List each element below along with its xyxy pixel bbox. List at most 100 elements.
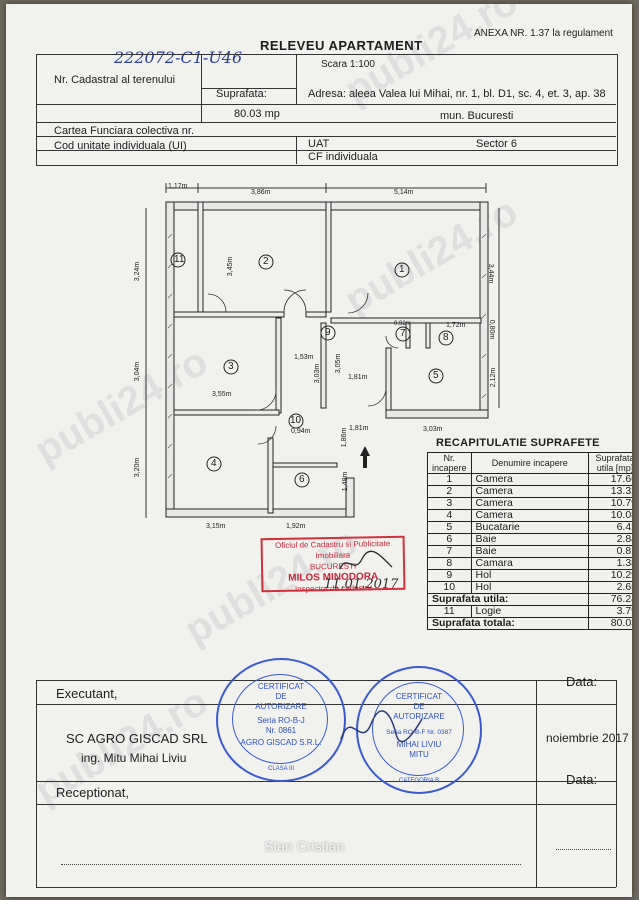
dim-label: 1,81m: [349, 425, 369, 432]
dim-label: 1,17m: [168, 183, 188, 190]
dim-label: 3,04m: [134, 361, 142, 382]
room-nr: 7: [427, 545, 472, 558]
room-name: Baie: [470, 545, 590, 558]
room-4-label: 4: [211, 458, 217, 469]
dim-label: 1,92m: [286, 523, 306, 530]
executant-label: Executant,: [56, 686, 118, 701]
room-area: 10.79: [588, 497, 632, 510]
signature: [340, 710, 423, 743]
dim-label: 1,81m: [348, 374, 368, 381]
col-header: Nr. incapere: [427, 452, 472, 474]
room-area: 1.38: [588, 557, 632, 570]
total-label: Suprafata totala:: [427, 617, 589, 630]
scale-label: Scara 1:100: [321, 59, 375, 70]
municipality: mun. Bucuresti: [440, 110, 514, 122]
room-name: Camera: [470, 473, 590, 486]
room-11-label: 11: [174, 254, 185, 265]
room-5-label: 5: [433, 370, 439, 381]
room-nr: 1: [427, 473, 472, 486]
room-8-label: 8: [443, 332, 449, 343]
cod-ui-label: Cod unitate individuala (UI): [54, 140, 187, 152]
info-form: [36, 54, 618, 166]
recap-title: RECAPITULATIE SUPRAFETE: [436, 437, 600, 449]
handwritten-reference: 222072-C1-U46: [114, 48, 243, 67]
surface-label: Suprafata:: [216, 88, 267, 100]
dim-label: 3,45m: [227, 256, 235, 277]
room-name: Hol: [470, 581, 590, 594]
dim-label: 3,20m: [134, 457, 142, 478]
floor-plan: 11 2 1 3 5 6 7 8 9 10 4 1,17m 3,86m 5,14…: [134, 178, 506, 538]
data-label: Data:: [566, 674, 598, 689]
logie-value: 3.79: [588, 605, 632, 618]
dim-label: 0,92m: [394, 321, 411, 327]
stamp-line: AUTORIZARE: [393, 712, 445, 721]
room-area: 0.81: [588, 545, 632, 558]
stamp-line: MITU: [409, 750, 429, 759]
dim-label: 3,15m: [206, 523, 226, 530]
cadastral-label: Nr. Cadastral al terenului: [54, 74, 176, 86]
photo-credit: Stan Cristian: [264, 838, 345, 854]
room-name: Camera: [470, 497, 590, 510]
dim-label: 1,48m: [342, 471, 350, 492]
surface-value: 80.03 mp: [234, 108, 280, 120]
stamp-line: CATEGORIA B: [398, 778, 440, 784]
room-area: 13.32: [588, 485, 632, 498]
room-2-label: 2: [263, 256, 269, 267]
room-1-label: 1: [399, 264, 405, 275]
handwritten-date: 11.01.2017: [324, 577, 399, 592]
room-area: 17.66: [588, 473, 632, 486]
stamp-line: DE: [275, 692, 287, 701]
authorization-stamp: CERTIFICAT DE AUTORIZARE Seria RO-B-J Nr…: [216, 658, 346, 782]
col-header: Suprafata utila [mp]: [588, 452, 632, 474]
col-header: Denumire incapere: [470, 452, 590, 474]
document-title: RELEVEU APARTAMENT: [260, 38, 423, 53]
dim-label: 1,86m: [341, 427, 349, 448]
room-area: 10.29: [588, 569, 632, 582]
room-name: Baie: [470, 533, 590, 546]
room-area: 2.84: [588, 533, 632, 546]
util-value: 76.24: [588, 593, 632, 606]
dim-label: 0,94m: [291, 428, 311, 435]
stamp-line: AUTORIZARE: [255, 702, 307, 711]
room-name: Bucatarie: [470, 521, 590, 534]
cf-individuala-label: CF individuala: [308, 151, 378, 163]
room-10-label: 10: [290, 415, 302, 426]
dim-label: 3,86m: [251, 189, 271, 196]
room-name: Hol: [470, 569, 590, 582]
stamp-line: Seria RO-B-J: [257, 716, 305, 725]
address: Adresa: aleea Valea lui Mihai, nr. 1, bl…: [308, 88, 606, 100]
room-name: Camara: [470, 557, 590, 570]
room-nr: 4: [427, 509, 472, 522]
room-area: 2.65: [588, 581, 632, 594]
logie-name: Logie: [470, 605, 590, 618]
util-row: Suprafata utila: 76.24: [427, 593, 632, 606]
dim-label: 3,03m: [314, 363, 322, 384]
room-area: 6.42: [588, 521, 632, 534]
room-nr: 8: [427, 557, 472, 570]
room-area: 10.08: [588, 509, 632, 522]
company-name: SC AGRO GISCAD SRL: [66, 731, 208, 746]
signature: [339, 550, 393, 570]
total-value: 80.03: [588, 617, 632, 630]
carte-funciara-label: Cartea Funciara colectiva nr.: [54, 125, 195, 137]
dim-label: 5,14m: [394, 189, 414, 196]
stamp-line: CERTIFICAT: [257, 682, 305, 691]
date-value: noiembrie 2017: [546, 731, 629, 745]
dim-label: 3,05m: [335, 353, 343, 374]
engineer-name: ing. Mitu Mihai Liviu: [81, 751, 187, 765]
room-nr: 5: [427, 521, 472, 534]
uat-label: UAT: [308, 138, 330, 150]
room-3-label: 3: [228, 361, 234, 372]
room-7-label: 7: [400, 328, 406, 339]
data-label: Data:: [566, 772, 598, 787]
room-nr: 6: [427, 533, 472, 546]
room-9-label: 9: [325, 327, 331, 338]
dim-label: 2,12m: [490, 367, 498, 388]
room-name: Camera: [470, 509, 590, 522]
